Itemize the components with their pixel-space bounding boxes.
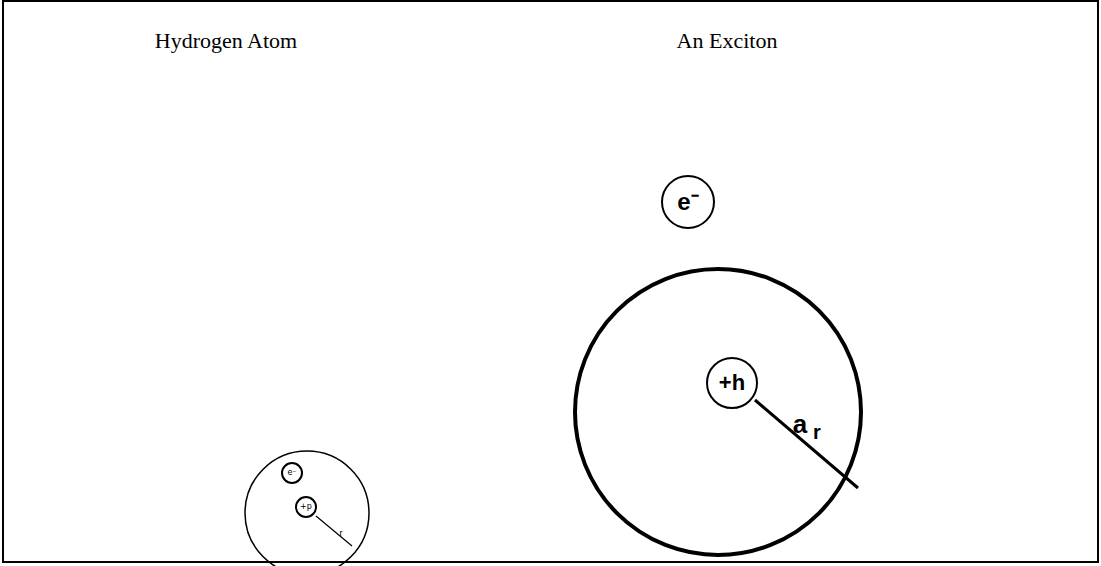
title-text: Hydrogen Atom bbox=[155, 30, 297, 52]
radius-line bbox=[316, 516, 352, 546]
exciton-orbit bbox=[575, 269, 861, 555]
particle-label: e⁻ bbox=[677, 190, 698, 214]
electron-circle: e⁻ bbox=[281, 462, 303, 484]
proton-circle: +p bbox=[295, 496, 317, 518]
particle-label: e⁻ bbox=[287, 469, 296, 477]
hydrogen-orbit bbox=[245, 451, 369, 566]
title-text: An Exciton bbox=[677, 30, 778, 52]
particle-label: +h bbox=[719, 372, 745, 394]
radius-label: r bbox=[340, 529, 343, 538]
particle-label: +p bbox=[300, 503, 312, 511]
radius-subscript: r bbox=[813, 422, 821, 442]
radius-line bbox=[755, 400, 858, 488]
hole-circle: +h bbox=[706, 357, 758, 409]
frame bbox=[3, 1, 1098, 562]
electron-circle: e⁻ bbox=[661, 175, 715, 229]
radius-label: a bbox=[793, 411, 807, 437]
